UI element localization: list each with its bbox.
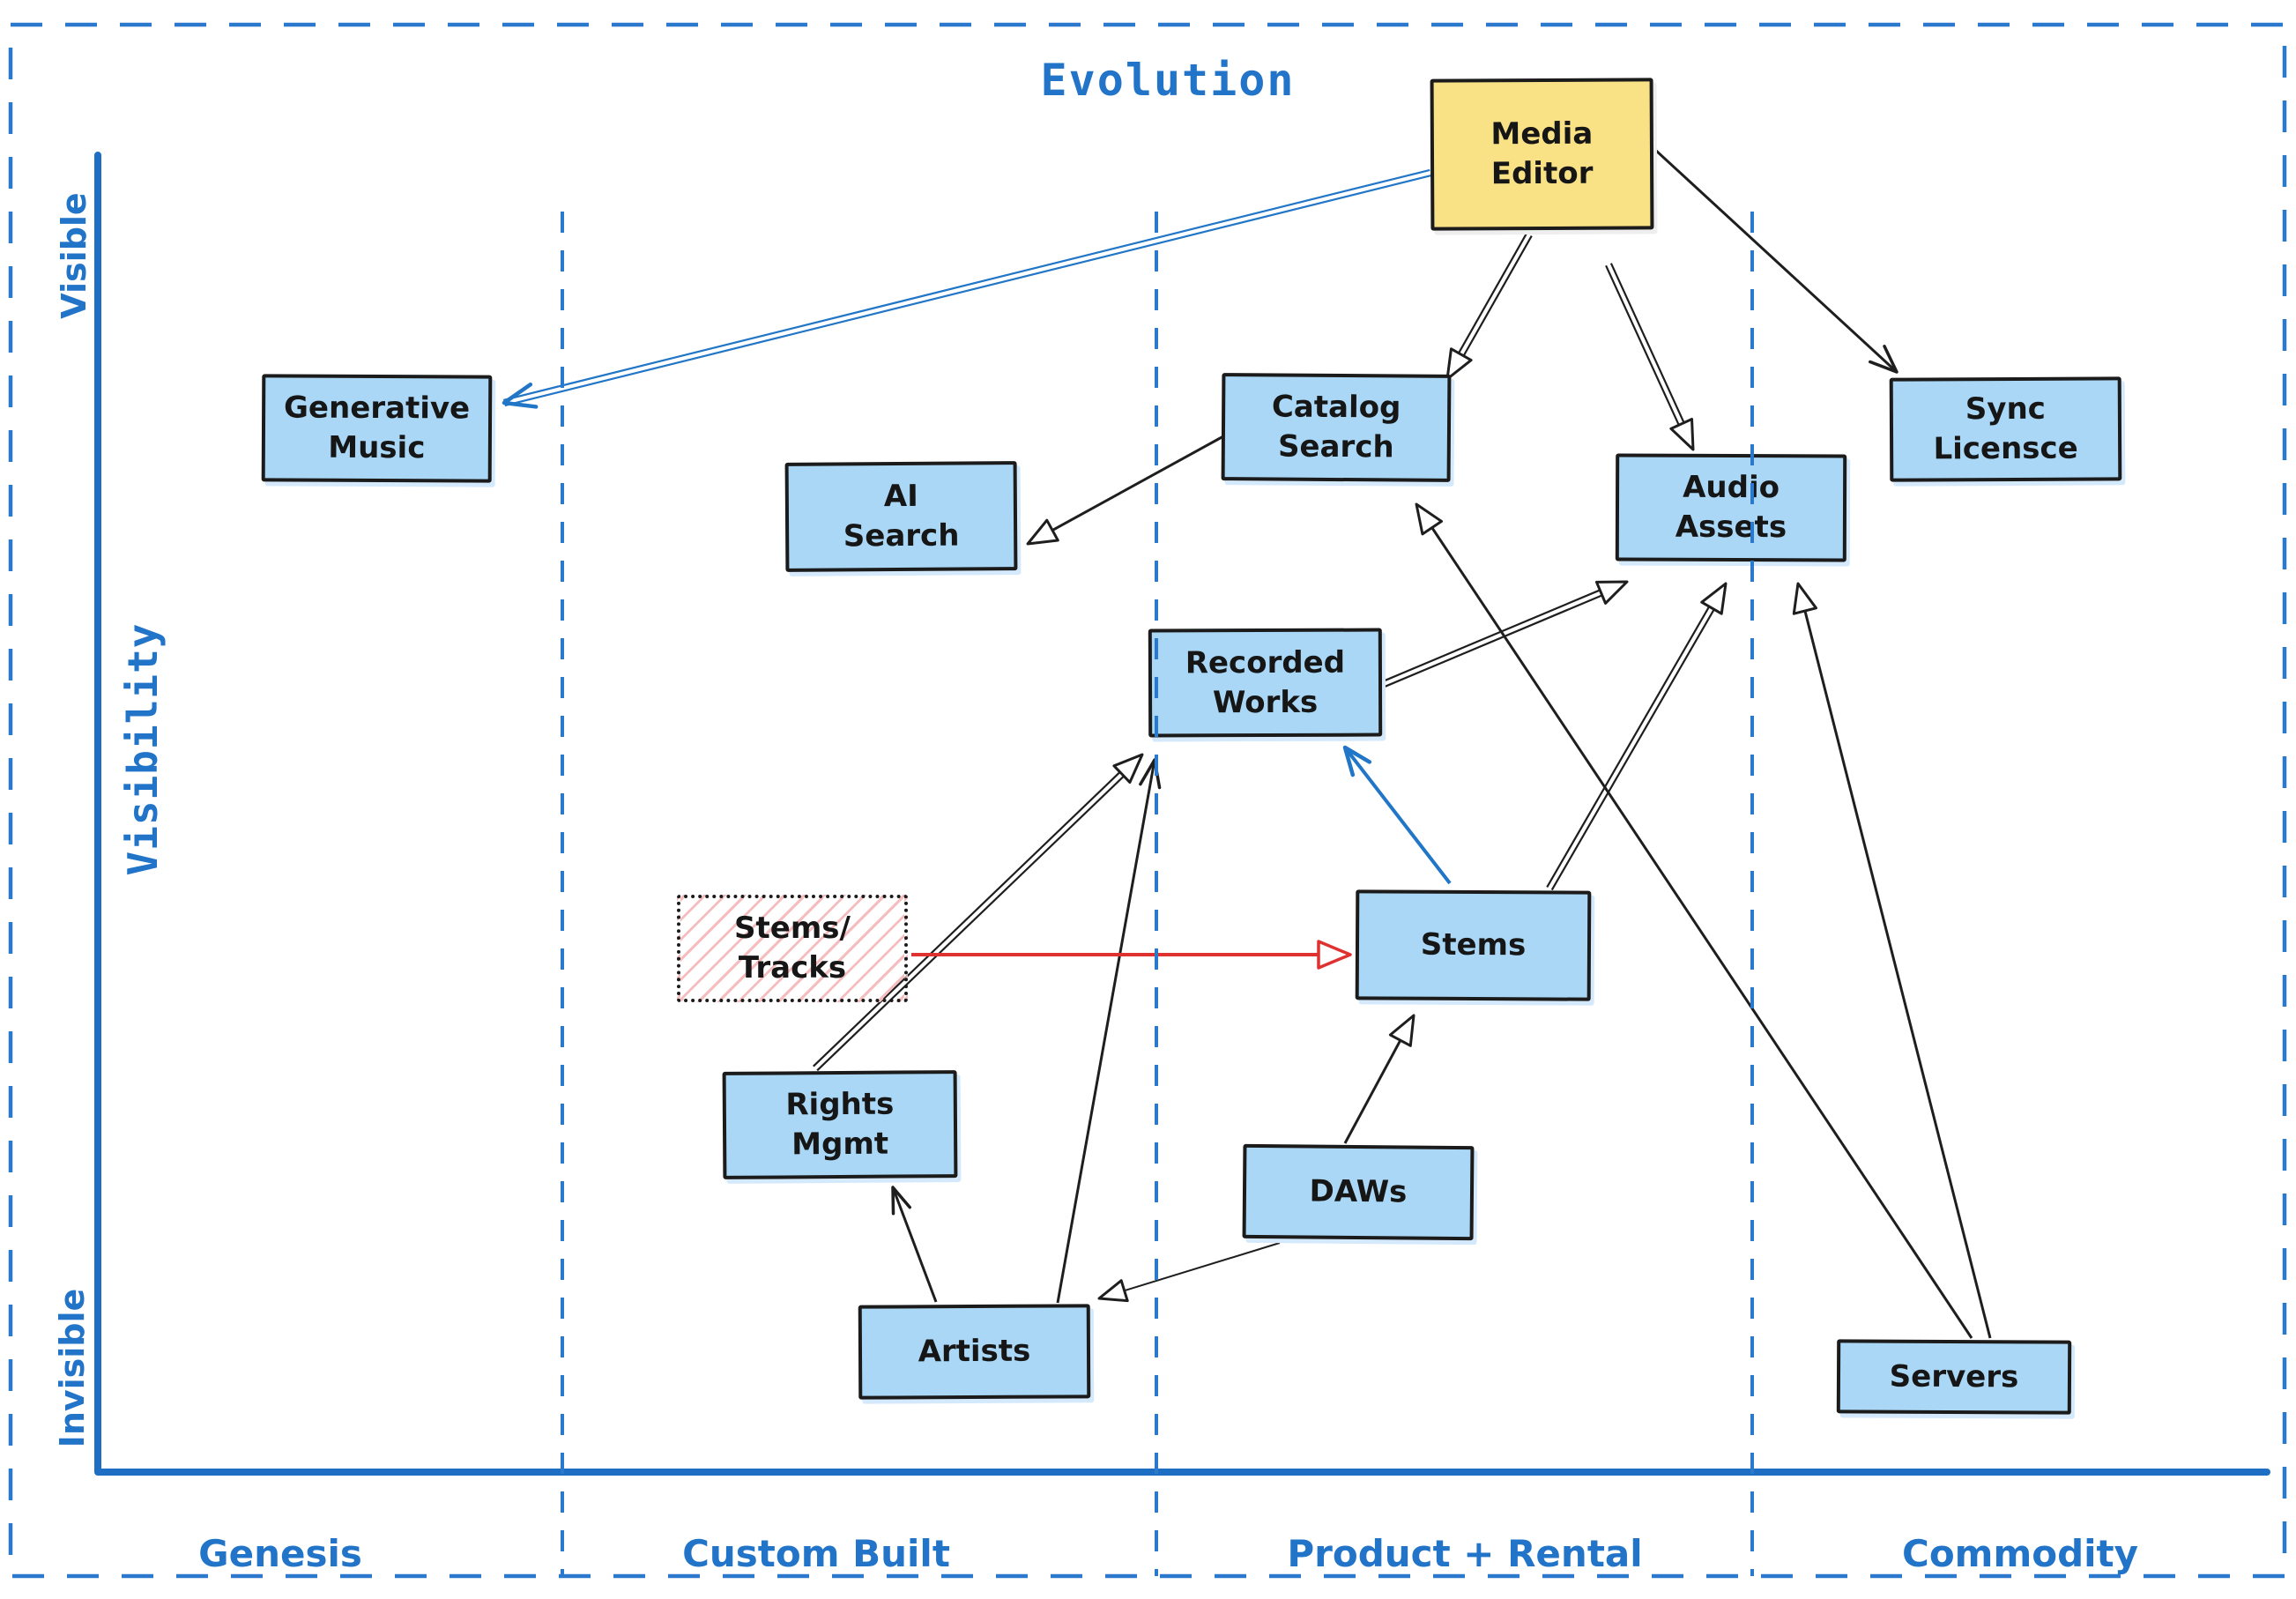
node-daws[interactable]: DAWs — [1242, 1143, 1475, 1241]
node-catalog-search[interactable]: Catalog Search — [1221, 373, 1452, 482]
node-stems[interactable]: Stems — [1355, 889, 1592, 1001]
audio-assets-label: Audio Assets — [1675, 469, 1787, 546]
evolution-title: Evolution — [1040, 55, 1296, 106]
node-stems-tracks[interactable]: Stems/ Tracks — [677, 895, 908, 1002]
sync-licensce-label: Sync Licensce — [1933, 390, 2078, 467]
generative-music-label: Generative Music — [283, 390, 471, 466]
rights-mgmt-label: Rights Mgmt — [785, 1086, 895, 1163]
node-ai-search[interactable]: AI Search — [784, 461, 1018, 572]
stage-label-commodity: Commodity — [1902, 1532, 2138, 1575]
node-artists[interactable]: Artists — [858, 1304, 1091, 1400]
stems-label: Stems — [1420, 926, 1527, 963]
ai-search-label: AI Search — [843, 478, 960, 554]
node-generative-music[interactable]: Generative Music — [261, 374, 493, 483]
node-media-editor[interactable]: Media Editor — [1430, 78, 1654, 231]
stage-label-custom-built: Custom Built — [682, 1532, 950, 1575]
y-axis-invisible-label: Invisible — [53, 1288, 92, 1448]
daws-label: DAWs — [1309, 1173, 1408, 1210]
node-sync-licensce[interactable]: Sync Licensce — [1889, 376, 2122, 482]
y-axis-label-visibility: Visibility — [119, 622, 167, 876]
artists-label: Artists — [918, 1333, 1031, 1370]
recorded-works-label: Recorded Works — [1185, 644, 1346, 720]
node-recorded-works[interactable]: Recorded Works — [1148, 628, 1383, 738]
node-audio-assets[interactable]: Audio Assets — [1615, 453, 1847, 562]
node-servers[interactable]: Servers — [1836, 1339, 2072, 1415]
media-editor-label: Media Editor — [1490, 115, 1594, 192]
servers-label: Servers — [1889, 1358, 2019, 1394]
node-rights-mgmt[interactable]: Rights Mgmt — [722, 1070, 958, 1179]
stage-label-product-rental: Product + Rental — [1287, 1532, 1643, 1575]
catalog-search-label: Catalog Search — [1271, 389, 1401, 465]
stems-tracks-label: Stems/ Tracks — [734, 911, 851, 985]
stage-label-genesis: Genesis — [198, 1532, 362, 1575]
y-axis-visible-label: Visible — [55, 192, 93, 319]
